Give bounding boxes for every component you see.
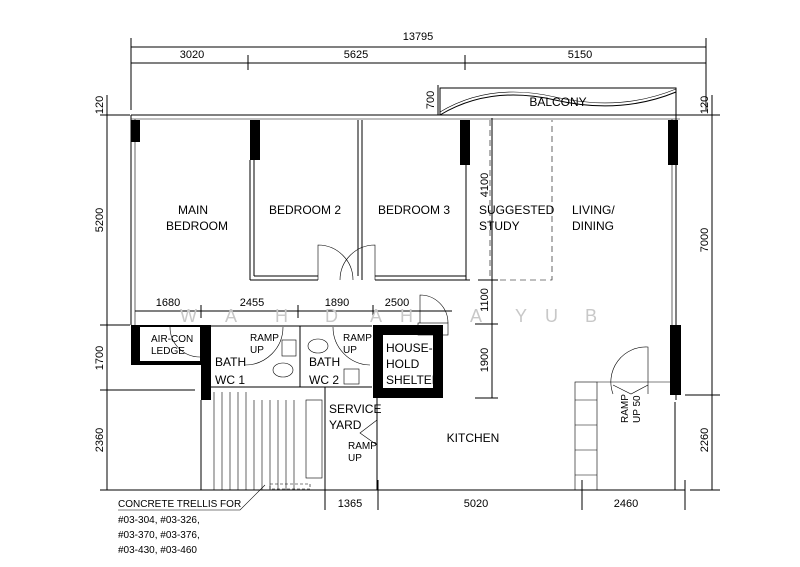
room-label: BATH — [309, 355, 340, 369]
room-label: BEDROOM 3 — [378, 203, 450, 217]
inner-dimensions: 700 4100 1100 1900 — [425, 85, 498, 399]
dim-overall: 13795 — [403, 31, 434, 43]
watermark-letter: A — [225, 306, 237, 326]
dim-top: 5625 — [344, 49, 368, 61]
watermark-letter: W — [180, 306, 197, 326]
dim-mid: 2500 — [385, 297, 409, 309]
ramp-label: RAMP — [343, 333, 372, 344]
room-labels: MAIN BEDROOM BEDROOM 2 BEDROOM 3 SUGGEST… — [151, 203, 615, 445]
ramp-label: RAMP — [620, 394, 631, 423]
watermark: W A H D A H A Y U B — [180, 306, 597, 326]
balcony-label: BALCONY — [529, 95, 586, 109]
note-line: #03-430, #03-460 — [118, 545, 197, 556]
room-label: BATH — [215, 355, 246, 369]
room-label: SERVICE — [329, 402, 381, 416]
watermark-letter: B — [585, 306, 597, 326]
room-label: BEDROOM 2 — [269, 203, 341, 217]
room-label: STUDY — [479, 219, 520, 233]
dim-inner: 4100 — [479, 173, 491, 197]
room-label: KITCHEN — [447, 431, 500, 445]
right-dimensions: 120 7000 2260 — [680, 95, 720, 491]
room-label: HOLD — [386, 357, 420, 371]
ramp-label: UP — [348, 453, 362, 464]
concrete-trellis — [118, 392, 325, 511]
room-label: AIR-CON — [151, 334, 193, 345]
watermark-letter: A — [370, 306, 382, 326]
room-label: BEDROOM — [166, 219, 228, 233]
dim-left: 5200 — [94, 208, 106, 232]
dim-top: 3020 — [180, 49, 204, 61]
dim-left: 120 — [94, 96, 106, 114]
dim-left: 1700 — [94, 346, 106, 370]
watermark-letter: H — [275, 306, 288, 326]
dim-right: 7000 — [699, 228, 711, 252]
bottom-dimensions: 1365 5020 2460 — [324, 480, 686, 510]
room-label: WC 2 — [309, 373, 339, 387]
room-label: WC 1 — [215, 373, 245, 387]
dim-mid: 2455 — [240, 297, 264, 309]
dim-bottom: 1365 — [338, 498, 362, 510]
ramp-labels: RAMP UP RAMP UP RAMP UP RAMP UP 50 — [250, 333, 643, 464]
ramp-label: RAMP — [250, 333, 279, 344]
dim-inner: 1100 — [479, 288, 491, 312]
room-label: LIVING/ — [572, 203, 615, 217]
room-label: SHELTER — [386, 373, 441, 387]
trellis-note: CONCRETE TRELLIS FOR #03-304, #03-326, #… — [118, 499, 241, 556]
note-line: #03-304, #03-326, — [118, 515, 200, 526]
watermark-letter: A — [470, 306, 482, 326]
ramp-label: UP — [250, 345, 264, 356]
top-dimensions: 13795 3020 5625 5150 — [130, 31, 707, 110]
balcony: BALCONY — [439, 87, 677, 116]
watermark-letter: H — [400, 306, 413, 326]
mid-dimensions: 1680 2455 1890 2500 — [135, 297, 452, 318]
dim-mid: 1890 — [325, 297, 349, 309]
ramp-label: RAMP — [348, 441, 377, 452]
room-label: YARD — [329, 418, 362, 432]
dim-left: 2360 — [94, 428, 106, 452]
room-label: DINING — [572, 219, 614, 233]
dim-inner: 700 — [425, 91, 437, 109]
watermark-letter: U — [545, 306, 558, 326]
watermark-letter: D — [325, 306, 338, 326]
room-label: SUGGESTED — [479, 203, 555, 217]
note-line: #03-370, #03-376, — [118, 530, 200, 541]
dim-right: 120 — [699, 96, 711, 114]
dim-right: 2260 — [699, 428, 711, 452]
walls — [118, 114, 681, 511]
dim-inner: 1900 — [479, 348, 491, 372]
watermark-letter: Y — [515, 306, 527, 326]
room-label: LEDGE — [151, 346, 185, 357]
dim-bottom: 2460 — [614, 498, 638, 510]
ramp-label: UP — [343, 345, 357, 356]
ramp-label: UP 50 — [632, 395, 643, 423]
left-dimensions: 120 5200 1700 2360 — [94, 95, 195, 491]
note-line: CONCRETE TRELLIS FOR — [118, 499, 241, 510]
room-label: MAIN — [178, 203, 208, 217]
dim-top: 5150 — [568, 49, 592, 61]
dim-mid: 1680 — [156, 297, 180, 309]
dim-bottom: 5020 — [464, 498, 488, 510]
room-label: HOUSE- — [386, 341, 433, 355]
